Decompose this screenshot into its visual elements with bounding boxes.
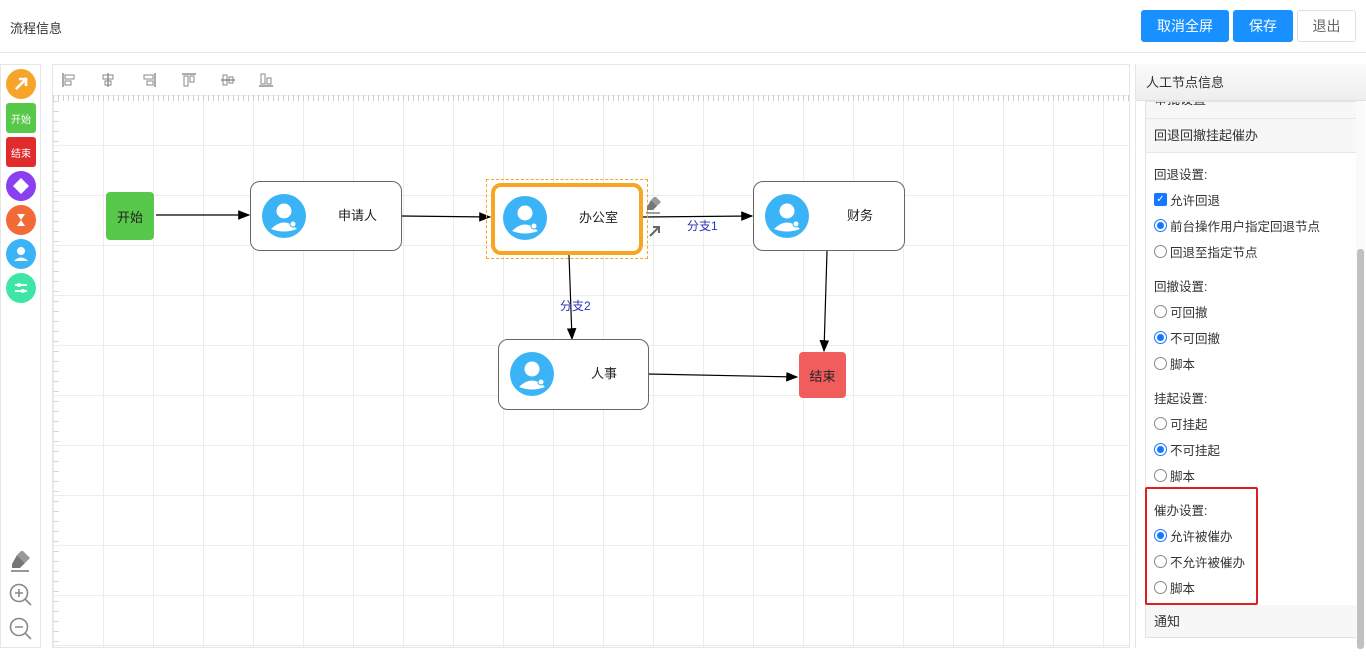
option-disallow-urge[interactable]: 不允许被催办 [1154, 552, 1245, 570]
palette-timer-node[interactable] [6, 205, 36, 235]
user-avatar-icon [503, 196, 547, 240]
node-end[interactable]: 结束 [799, 352, 846, 398]
user-avatar-icon [510, 352, 554, 396]
rollback-label: 回退设置: [1154, 167, 1208, 182]
align-center-icon[interactable] [100, 72, 116, 88]
option-allow-rollback[interactable]: ✓允许回退 [1154, 190, 1220, 208]
cancel-fullscreen-button[interactable]: 取消全屏 [1141, 10, 1229, 42]
flow-edges [156, 210, 830, 382]
option-withdraw-script[interactable]: 脚本 [1154, 354, 1195, 372]
suspend-label: 挂起设置: [1154, 391, 1208, 406]
eraser-icon[interactable] [6, 547, 36, 577]
palette-end-node[interactable]: 结束 [6, 137, 36, 167]
section-rollback[interactable]: 回退回撤挂起催办 [1146, 119, 1357, 153]
align-left-icon[interactable] [61, 72, 77, 88]
palette-gateway-node[interactable] [6, 171, 36, 201]
option-suspend-script[interactable]: 脚本 [1154, 466, 1195, 484]
edge-finance-end[interactable] [819, 250, 830, 353]
node-finance[interactable]: 财务 [753, 181, 905, 251]
sliders-icon [15, 283, 27, 293]
exit-button[interactable]: 退出 [1297, 10, 1356, 42]
radio[interactable] [1154, 304, 1167, 318]
edge-hr-end[interactable] [647, 371, 799, 382]
option-frontend-rollback[interactable]: 前台操作用户指定回退节点 [1154, 216, 1320, 234]
save-button[interactable]: 保存 [1233, 10, 1293, 42]
node-hr[interactable]: 人事 [498, 339, 649, 410]
palette-task-node[interactable] [6, 239, 36, 269]
urge-settings-highlight [1145, 487, 1258, 605]
align-right-icon[interactable] [141, 72, 157, 88]
section-approval[interactable]: 审批设置 [1146, 102, 1357, 119]
properties-panel: 人工节点信息 审批设置 回退回撤挂起催办 回退设置: ✓允许回退 前台操作用户指… [1135, 64, 1366, 649]
radio[interactable] [1154, 356, 1167, 370]
radio-selected[interactable] [1154, 528, 1167, 542]
align-toolbar [53, 65, 1129, 95]
option-can-suspend[interactable]: 可挂起 [1154, 414, 1208, 432]
node-delete-eraser-icon[interactable] [645, 197, 667, 215]
panel-body: 审批设置 回退回撤挂起催办 回退设置: ✓允许回退 前台操作用户指定回退节点 回… [1145, 101, 1358, 638]
align-top-icon[interactable] [181, 72, 197, 88]
user-avatar-icon [262, 194, 306, 238]
section-notify[interactable]: 通知 [1146, 605, 1357, 637]
node-applicant[interactable]: 申请人 [250, 181, 402, 251]
zoom-in-icon[interactable] [6, 580, 36, 610]
edge-office-finance[interactable] [642, 211, 754, 221]
edge-office-hr[interactable] [566, 254, 577, 341]
radio-selected[interactable] [1154, 218, 1167, 232]
radio[interactable] [1154, 554, 1167, 568]
option-allow-urge[interactable]: 允许被催办 [1154, 526, 1233, 544]
hourglass-icon [17, 214, 25, 226]
option-cannot-withdraw[interactable]: 不可回撤 [1154, 328, 1220, 346]
align-bottom-icon[interactable] [258, 72, 274, 88]
node-connect-arrow-icon[interactable] [647, 223, 663, 239]
node-hr-label: 人事 [591, 366, 618, 381]
option-specified-rollback[interactable]: 回退至指定节点 [1154, 242, 1258, 260]
radio[interactable] [1154, 416, 1167, 430]
page-title: 流程信息 [10, 21, 63, 36]
user-avatar-icon [765, 194, 809, 238]
zoom-out-icon[interactable] [6, 614, 36, 644]
selection-frame [486, 179, 648, 259]
radio-selected[interactable] [1154, 330, 1167, 344]
arrow-up-right-icon [15, 77, 28, 90]
node-applicant-label: 申请人 [338, 208, 378, 223]
ruler-left [53, 101, 59, 647]
edge-label-branch2[interactable]: 分支2 [560, 299, 591, 313]
node-palette: 开始 结束 [0, 64, 41, 648]
header-bar: 流程信息 取消全屏 保存 退出 [0, 0, 1366, 53]
ruler-top [53, 95, 1129, 101]
user-icon [14, 247, 28, 261]
option-can-withdraw[interactable]: 可回撤 [1154, 302, 1208, 320]
flow-canvas[interactable]: 分支1 分支2 开始 申请人 办公室 财务 人事 结束 [52, 64, 1130, 648]
align-middle-icon[interactable] [220, 72, 236, 88]
radio-selected[interactable] [1154, 442, 1167, 456]
radio[interactable] [1154, 580, 1167, 594]
edge-label-branch1[interactable]: 分支1 [687, 219, 718, 233]
option-urge-script[interactable]: 脚本 [1154, 578, 1195, 596]
edge-applicant-office[interactable] [401, 212, 492, 222]
urge-label: 催办设置: [1154, 503, 1208, 518]
node-start[interactable]: 开始 [106, 192, 154, 240]
panel-title: 人工节点信息 [1136, 64, 1366, 101]
radio[interactable] [1154, 244, 1167, 258]
radio[interactable] [1154, 468, 1167, 482]
node-finance-label: 财务 [847, 208, 874, 223]
node-office[interactable]: 办公室 [491, 183, 643, 255]
node-office-label: 办公室 [579, 210, 619, 225]
palette-start-node[interactable]: 开始 [6, 103, 36, 133]
diamond-icon [13, 178, 29, 194]
withdraw-label: 回撤设置: [1154, 279, 1208, 294]
checkbox-checked[interactable]: ✓ [1154, 192, 1167, 206]
panel-scrollbar-thumb[interactable] [1357, 249, 1364, 649]
connect-arrow-icon[interactable] [6, 69, 36, 99]
palette-settings-node[interactable] [6, 273, 36, 303]
option-cannot-suspend[interactable]: 不可挂起 [1154, 440, 1220, 458]
